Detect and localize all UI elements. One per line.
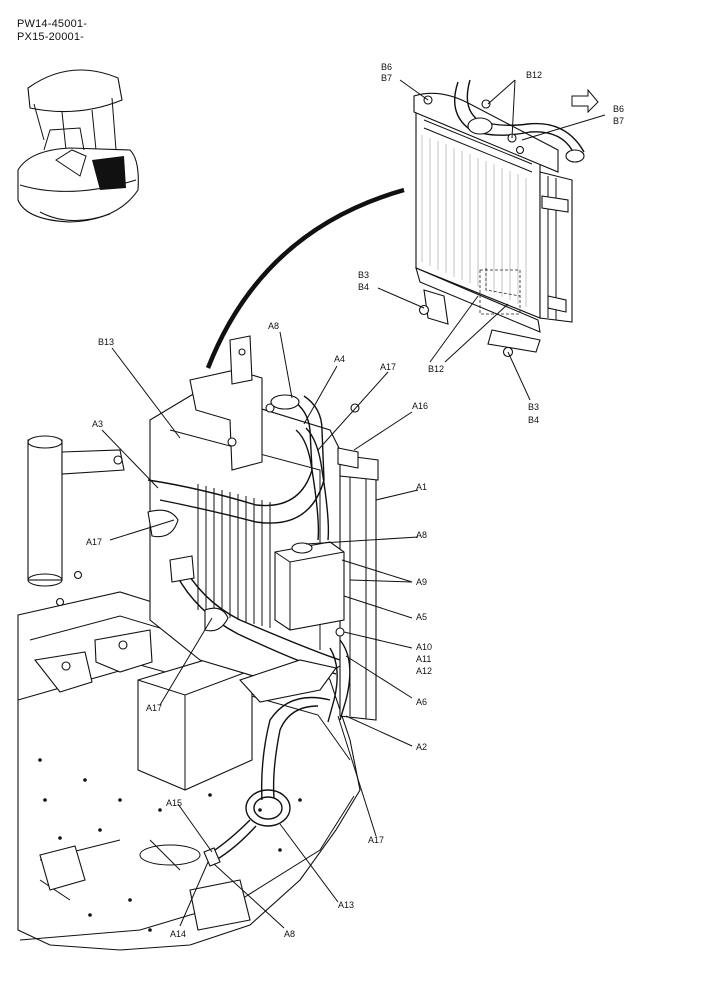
callout-a3: A3 [92, 419, 103, 429]
callout-a17-bottom: A17 [368, 835, 384, 845]
callout-b6-top: B6 [381, 62, 392, 72]
callout-a9: A9 [416, 577, 427, 587]
callout-b4-bottom: B4 [528, 415, 539, 425]
callout-b3-bottom: B3 [528, 402, 539, 412]
callout-a2: A2 [416, 742, 427, 752]
callout-labels: B6 B7 B12 B6 B7 B3 B4 B12 B3 B4 B13 A8 A… [86, 62, 624, 939]
callout-a11: A11 [416, 654, 431, 664]
detail-leader-arc [205, 187, 405, 369]
machine-thumbnail [17, 69, 139, 223]
callout-a17-lower: A17 [146, 703, 162, 713]
callout-a1: A1 [416, 482, 427, 492]
radiator-assembly [17, 335, 379, 951]
callout-a8-top: A8 [268, 321, 279, 331]
callout-a8-bottom: A8 [284, 929, 295, 939]
callout-a15: A15 [166, 798, 182, 808]
callout-b3-left: B3 [358, 270, 369, 280]
callout-a10: A10 [416, 642, 432, 652]
callout-a5: A5 [416, 612, 427, 622]
callout-a17-left: A17 [86, 537, 102, 547]
callout-b7-right: B7 [613, 116, 624, 126]
callout-a12: A12 [416, 666, 432, 676]
callout-a6: A6 [416, 697, 427, 707]
callout-b12-bottom: B12 [428, 364, 444, 374]
callout-leaders [101, 79, 606, 929]
callout-a14: A14 [170, 929, 186, 939]
callout-a16: A16 [412, 401, 428, 411]
serial-range-2: PX15-20001- [17, 31, 85, 43]
callout-b6-right: B6 [613, 104, 624, 114]
callout-b7-top: B7 [381, 73, 392, 83]
callout-b12-top: B12 [526, 70, 542, 80]
serial-range-1: PW14-45001- [17, 18, 88, 30]
callout-a8-mid: A8 [416, 530, 427, 540]
callout-a17-top: A17 [380, 362, 396, 372]
callout-a13: A13 [338, 900, 354, 910]
callout-a4: A4 [334, 354, 345, 364]
radiator-detail-view [413, 79, 599, 358]
callout-b13: B13 [98, 337, 114, 347]
arrow-icon [571, 88, 599, 114]
callout-b4-left: B4 [358, 282, 369, 292]
